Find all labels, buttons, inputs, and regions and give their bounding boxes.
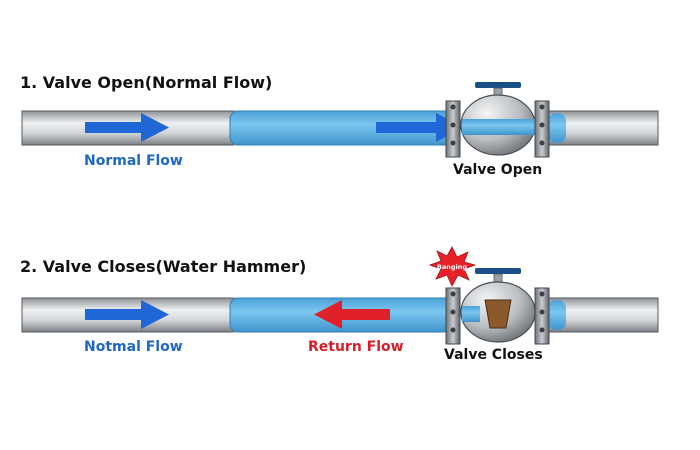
valve-open-label: Valve Open (453, 162, 542, 178)
handwheel (475, 268, 521, 274)
pipe-downstream (547, 110, 659, 146)
handwheel (475, 82, 521, 88)
flow-arrow-upstream (85, 300, 169, 329)
valve-closes-label: Valve Closes (444, 347, 543, 363)
valve-open (445, 82, 550, 158)
pipe-downstream (547, 297, 659, 333)
panel-valve-open: 1. Valve Open(Normal Flow) Normal Flow (20, 73, 659, 178)
return-flow-label: Return Flow (308, 339, 404, 355)
water-exit (548, 300, 566, 330)
flow-arrow-upstream (85, 113, 169, 142)
flange-right (534, 287, 550, 345)
normal-flow-label: Normal Flow (84, 153, 183, 169)
panel2-heading: 2. Valve Closes(Water Hammer) (20, 257, 306, 276)
valve-passage-water (462, 306, 480, 322)
flange-right (534, 100, 550, 158)
panel1-heading: 1. Valve Open(Normal Flow) (20, 73, 272, 92)
flange-left (445, 100, 461, 158)
normal-flow-label: Notmal Flow (84, 339, 183, 355)
panel-valve-closes: 2. Valve Closes(Water Hammer) Notmal Flo… (20, 246, 659, 363)
banging-label: Banging (437, 263, 467, 271)
banging-burst-icon: Banging (428, 246, 477, 287)
flange-left (445, 287, 461, 345)
valve-passage-water (462, 119, 536, 135)
valve-closed (445, 268, 550, 345)
valve-gate (484, 299, 512, 329)
water-exit (548, 113, 566, 143)
return-flow-arrow (314, 300, 390, 329)
